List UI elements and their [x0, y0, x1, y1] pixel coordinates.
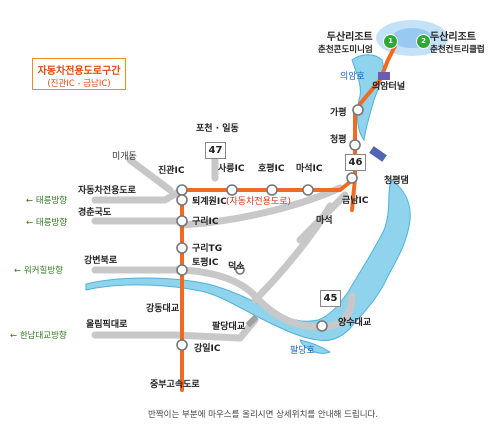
- legend-title: 자동차전용도로구간: [37, 66, 121, 77]
- route-shield-46: 46: [345, 154, 366, 171]
- uiamho-label: 의암호: [340, 72, 365, 82]
- road-gyeongchun-label: 경춘국도: [78, 208, 112, 218]
- resort-badge-1[interactable]: 1: [383, 34, 398, 49]
- road-olympic-label: 올림픽대로: [86, 320, 128, 330]
- paldangho-label: 팔당호: [290, 346, 315, 356]
- road-gangbyeon-label: 강변북로: [84, 256, 118, 266]
- cheongpyeong-label: 청평: [330, 135, 347, 145]
- paldang-bridge-label: 팔당대교: [212, 322, 246, 332]
- sareung-ic-label: 사릉IC: [218, 164, 245, 174]
- yangsu-bridge-label: 양수대교: [338, 318, 372, 328]
- guri-tg-label: 구리TG: [192, 244, 223, 254]
- route-shield-47: 47: [205, 142, 226, 159]
- toegyewon-ic-label: 퇴계원IC: [192, 197, 227, 207]
- direction-taereung-1: ← 태릉방향: [26, 196, 68, 206]
- expressway-section-legend: 자동차전용도로구간 (진관IC - 금남IC): [32, 58, 126, 90]
- road-expressway-label: 자동차전용도로: [78, 186, 136, 196]
- gangdong-bridge-label: 강동대교: [146, 304, 180, 314]
- cheongpyeong-dam-marker: [369, 146, 387, 162]
- jingwan-ic-label: 진관IC: [158, 166, 185, 176]
- deokso-label: 덕소: [228, 262, 245, 272]
- resort-cc-label[interactable]: 두산리조트 춘천컨트리클럽: [430, 32, 485, 56]
- cheongpyeong-dam-label: 청평댐: [384, 176, 409, 186]
- interchange-nodes: [176, 104, 364, 351]
- paldang-dam-marker: [245, 314, 259, 328]
- resort-badge-2[interactable]: 2: [416, 34, 431, 49]
- migeum-label: 미개동: [112, 152, 137, 162]
- resort-condo-sub: 춘천콘도미니엄: [318, 45, 373, 55]
- guri-ic-label: 구리IC: [192, 217, 219, 227]
- resort-condo-label[interactable]: 두산리조트 춘천콘도미니엄: [318, 32, 373, 56]
- uiam-tunnel-marker: [378, 72, 390, 80]
- hover-instruction-note: 반짝이는 부분에 마우스를 올리시면 상세위치를 안내해 드립니다.: [148, 410, 379, 420]
- direction-walkerhill: ← 워커힐방향: [14, 266, 63, 276]
- resort-cc-name: 두산리조트: [430, 32, 476, 43]
- route-shield-45: 45: [320, 290, 341, 307]
- geumnam-ic-label: 금남IC: [342, 196, 369, 206]
- maseok-ic-label: 마석IC: [296, 164, 323, 174]
- jungbu-expressway-label: 중부고속도로: [150, 380, 200, 390]
- topyeong-ic-label: 토평IC: [192, 258, 219, 268]
- gapyeong-label: 가평: [330, 108, 347, 118]
- resort-condo-name: 두산리조트: [326, 32, 373, 43]
- gangil-ic-label: 강일IC: [194, 344, 221, 354]
- pocheon-label: 포천 · 일동: [196, 124, 239, 134]
- direction-hannam: ← 한남대교방향: [10, 331, 67, 341]
- direction-taereung-2: ← 태릉방향: [26, 218, 68, 228]
- legend-subtitle: (진관IC - 금남IC): [47, 79, 111, 89]
- resort-cc-sub: 춘천컨트리클럽: [430, 45, 485, 55]
- hopyeong-ic-label: 호평IC: [258, 164, 285, 174]
- expressway-label: (자동차전용도로): [226, 197, 291, 207]
- gray-roads: [91, 146, 356, 342]
- uiam-tunnel-label: 의암터널: [372, 82, 406, 92]
- maseok-label: 마석: [316, 216, 333, 226]
